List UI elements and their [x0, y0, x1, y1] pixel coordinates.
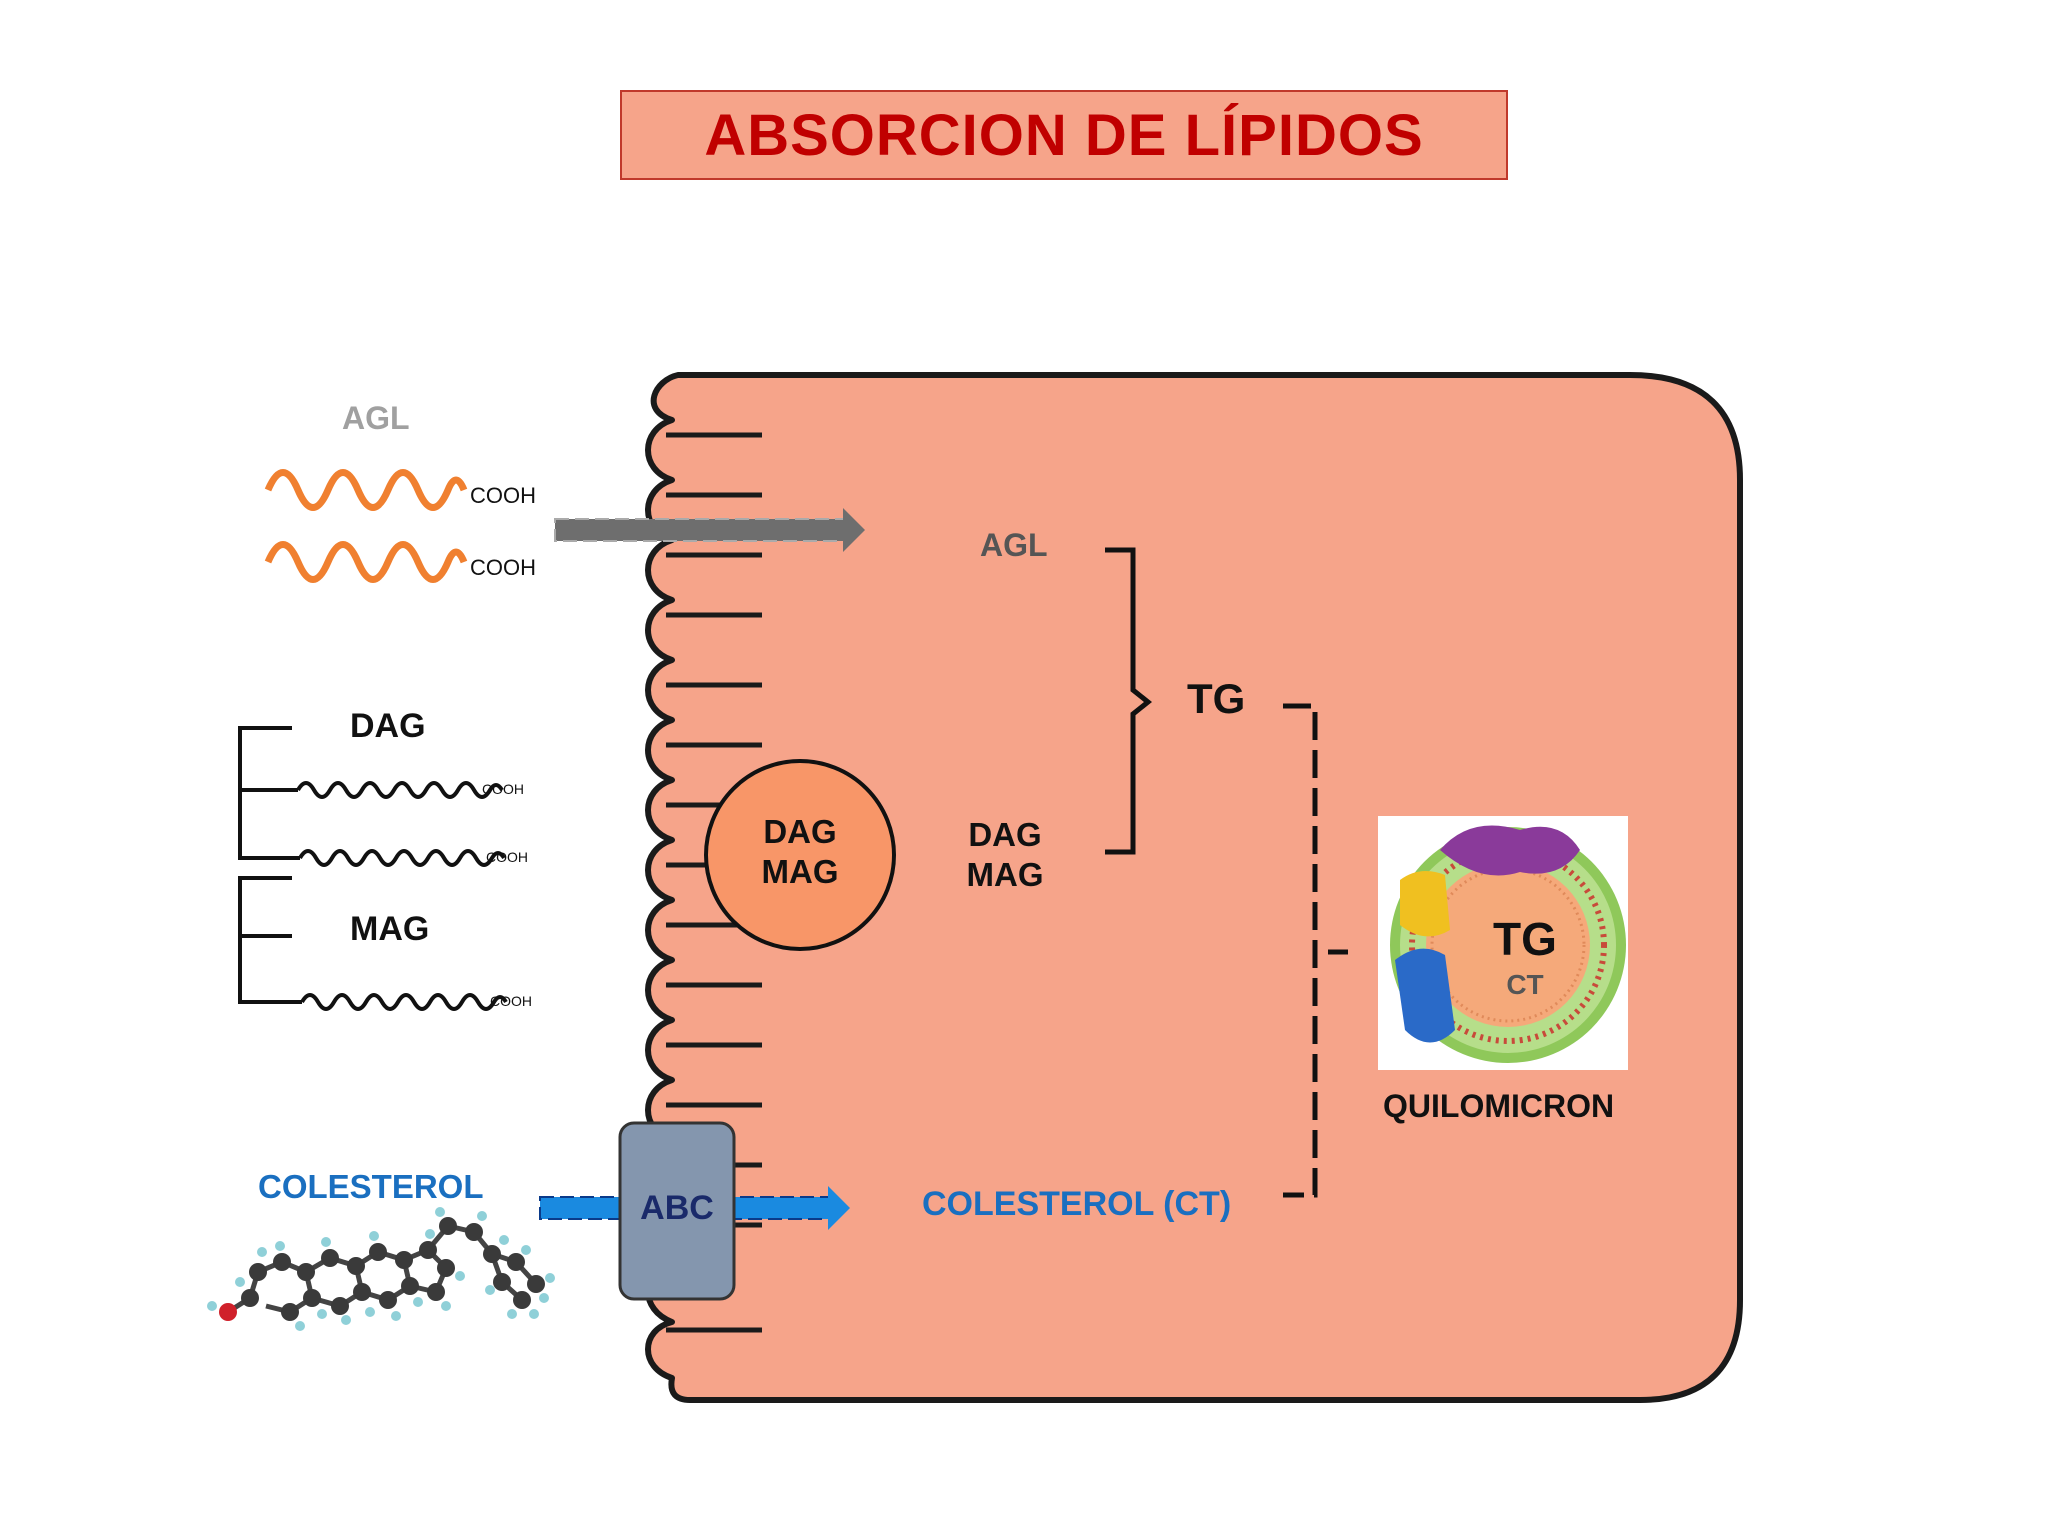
tg-bracket: [1105, 547, 1153, 855]
cooh-label-2: COOH: [470, 555, 536, 580]
mag-structure: [238, 876, 508, 1011]
title-banner: ABSORCION DE LÍPIDOS: [620, 90, 1508, 180]
colesterol-left-label: COLESTEROL: [258, 1168, 484, 1205]
cooh-label-1: COOH: [470, 483, 536, 508]
agl-cell-label: AGL: [980, 527, 1048, 563]
quilomicron-label: QUILOMICRON: [1383, 1088, 1615, 1124]
dag-left-label: DAG: [350, 707, 426, 745]
dag-structure: [238, 726, 506, 867]
dag-mag-circle: [704, 759, 896, 951]
abc-transporter: [618, 1121, 736, 1301]
cooh-label-dag-2: COOH: [486, 849, 528, 865]
page-title: ABSORCION DE LÍPIDOS: [704, 102, 1424, 168]
mag-left-label: MAG: [350, 910, 430, 948]
cooh-label-mag: COOH: [490, 993, 532, 1009]
quilomicron-ct-label: CT: [1506, 969, 1544, 1000]
dag-cell-label: DAG: [968, 816, 1042, 853]
quilomicron-tg-label: TG: [1493, 913, 1557, 965]
colesterol-ct-label: COLESTEROL (CT): [922, 1185, 1232, 1223]
circle-mag-label: MAG: [761, 852, 839, 890]
enterocyte-cell: [645, 372, 1743, 1403]
dag-mag-cell-labels: DAG MAG: [960, 815, 1050, 894]
agl-chain-1: [264, 469, 468, 511]
cholesterol-molecule: [207, 1207, 555, 1331]
mag-cell-label: MAG: [966, 855, 1044, 893]
agl-chain-2: [264, 541, 468, 583]
abc-label: ABC: [640, 1189, 714, 1227]
circle-labels: DAG MAG: [745, 812, 855, 891]
agl-left-label: AGL: [342, 400, 410, 436]
circle-dag-label: DAG: [763, 813, 837, 850]
quilomicron-illustration: [1378, 816, 1628, 1070]
cooh-label-dag-1: COOH: [482, 781, 524, 797]
agl-entry-arrow: [554, 508, 865, 552]
tg-label: TG: [1187, 675, 1246, 722]
quilomicron-bracket: [1283, 703, 1318, 1198]
agl-chains: [264, 469, 468, 583]
